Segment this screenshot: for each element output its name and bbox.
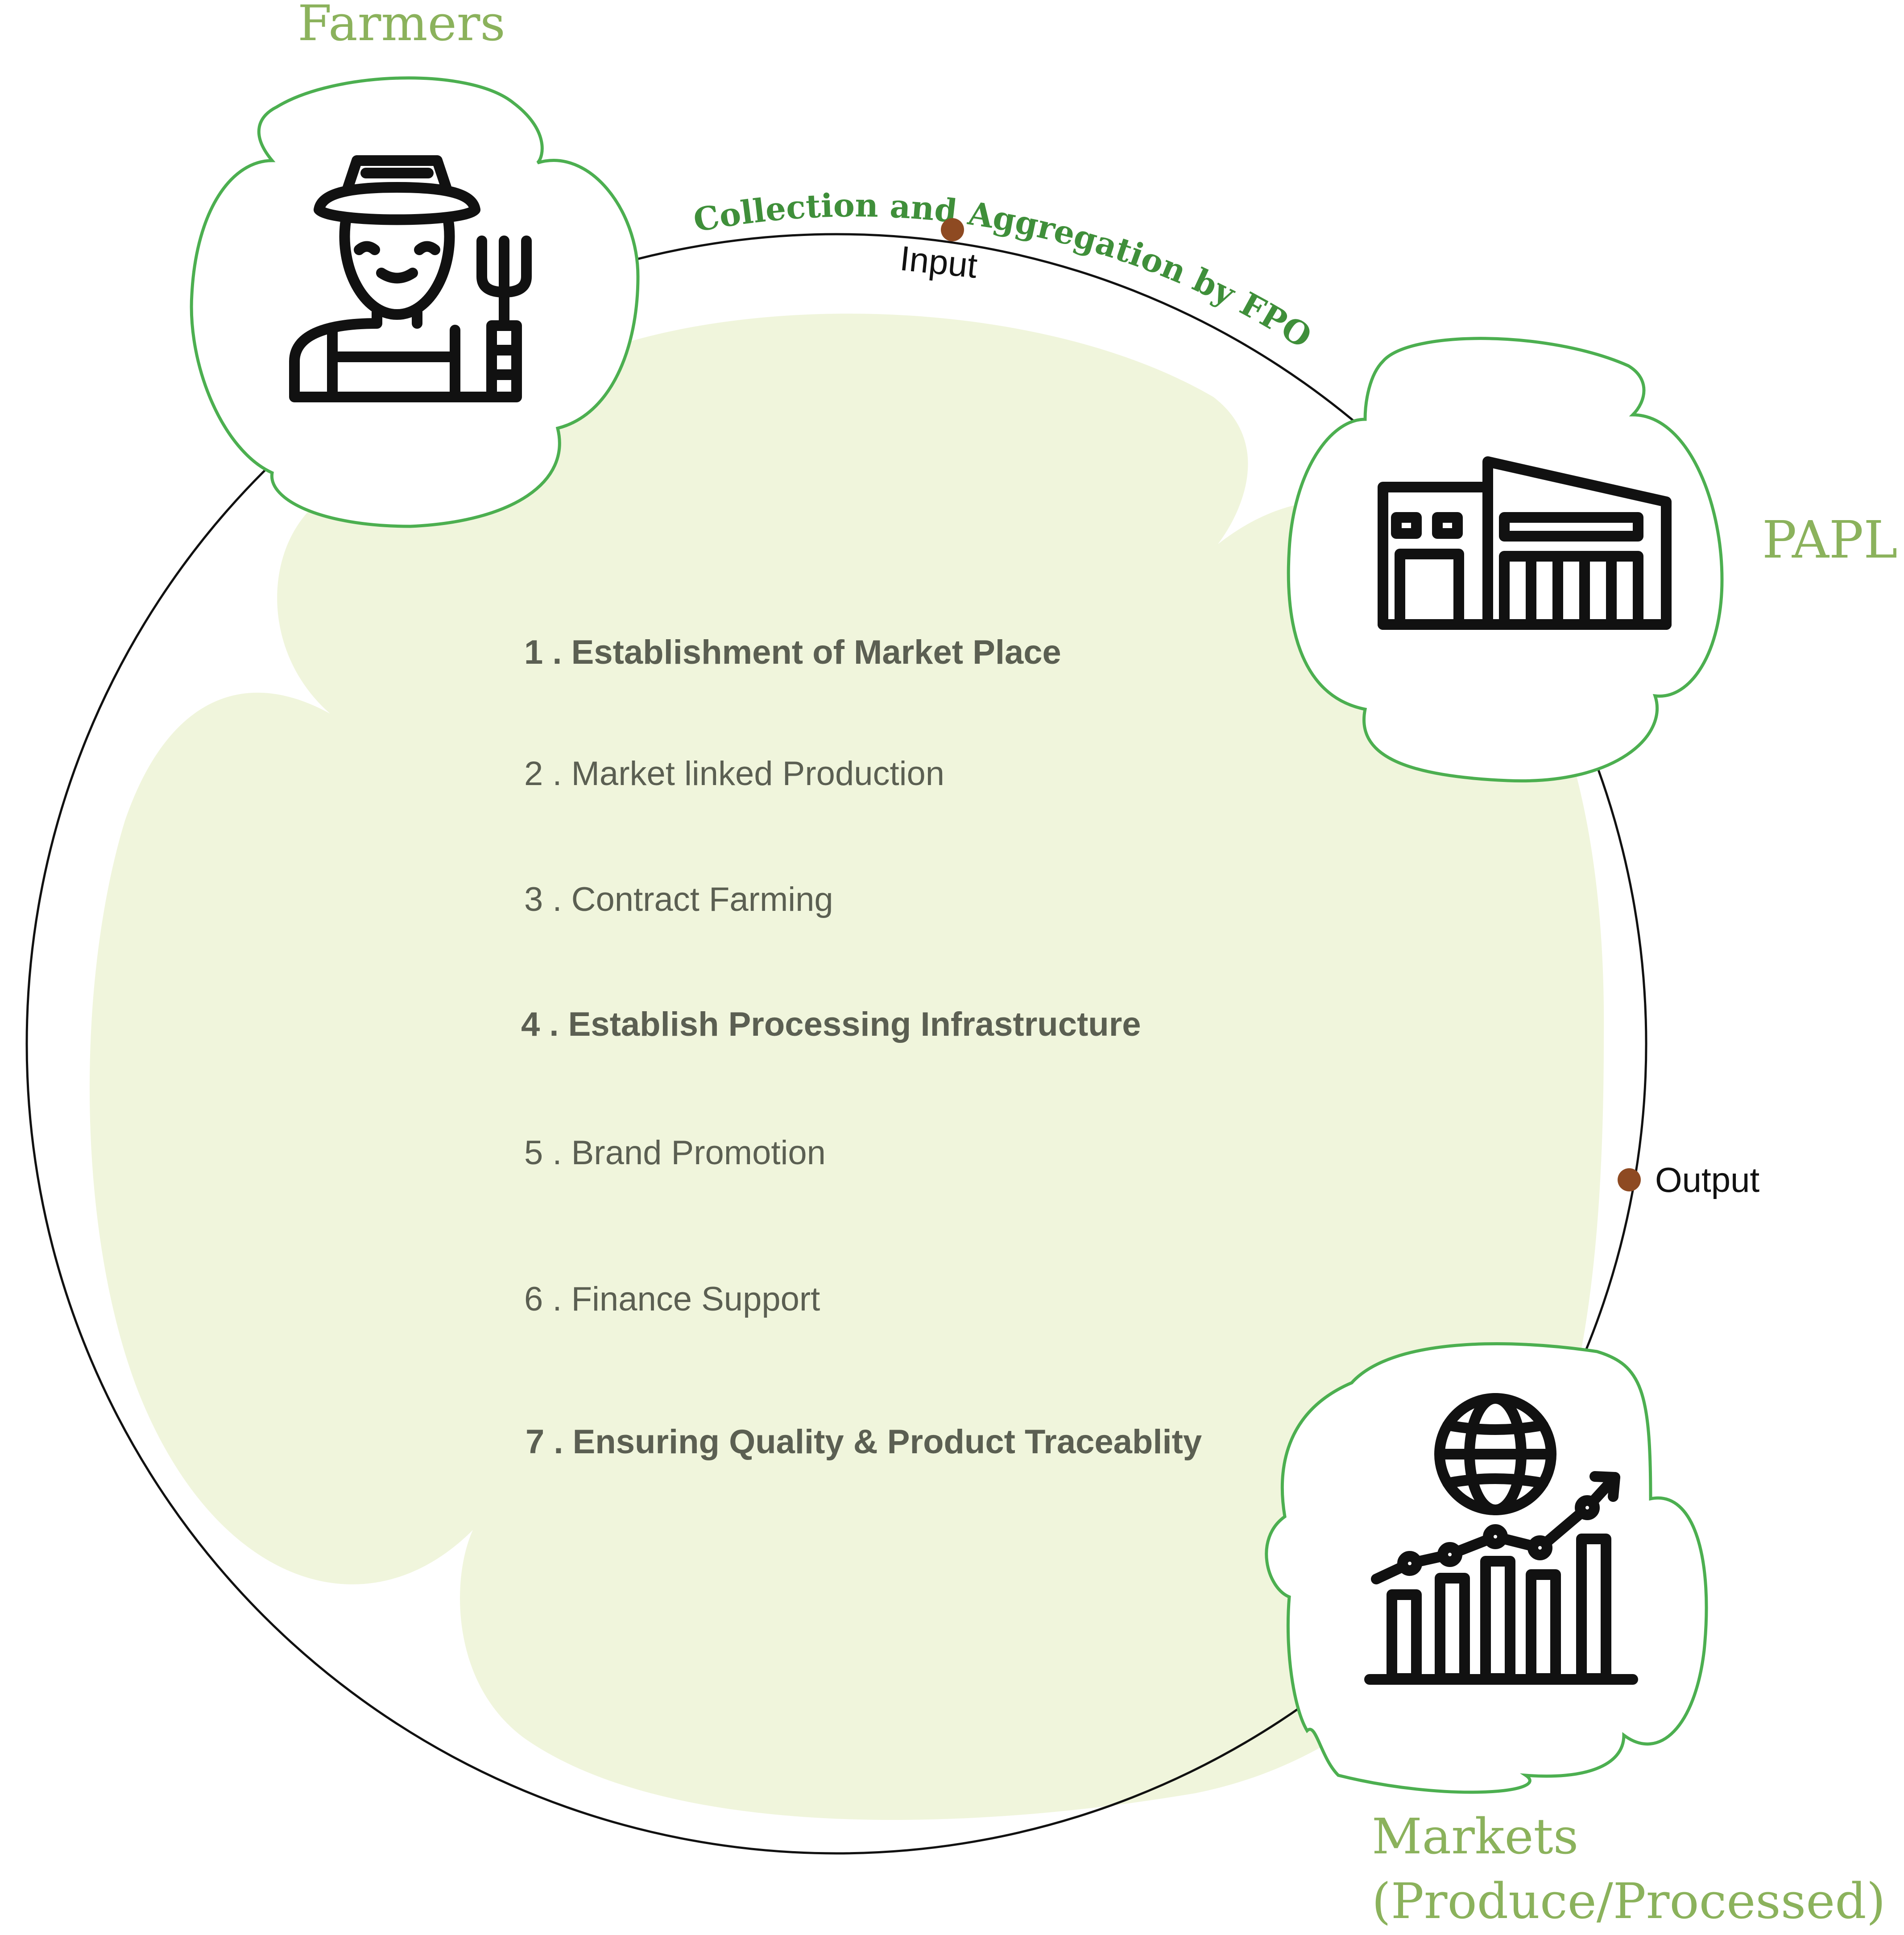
step-item: 6 . Finance Support [524,1280,820,1318]
globe-growth-chart-icon [1364,1393,1638,1685]
input-dot [941,218,964,241]
output-dot [1618,1168,1641,1191]
input-label: Input [898,238,979,285]
farmer-icon [289,155,532,402]
step-item: 4 . Establish Processing Infrastructure [521,1005,1141,1043]
step-item: 7 . Ensuring Quality & Product Traceabli… [526,1423,1202,1461]
farmers-flower [190,76,640,528]
farmers-title: Farmers [298,0,505,52]
step-item: 2 . Market linked Production [524,755,944,793]
step-item: 3 . Contract Farming [524,881,833,918]
markets-title: Markets [1372,1808,1578,1865]
papl-title: PAPL [1762,510,1898,570]
output-label: Output [1655,1160,1759,1199]
cycle-circle [25,233,1647,1855]
factory-icon [1378,456,1672,630]
markets-subtitle: (Produce/Processed) [1372,1873,1886,1930]
step-item: 1 . Establishment of Market Place [524,633,1061,671]
step-item: 5 . Brand Promotion [524,1134,826,1172]
background-blob [89,314,1604,1820]
steps-list: 1 . Establishment of Market Place 2 . Ma… [521,633,1202,1461]
